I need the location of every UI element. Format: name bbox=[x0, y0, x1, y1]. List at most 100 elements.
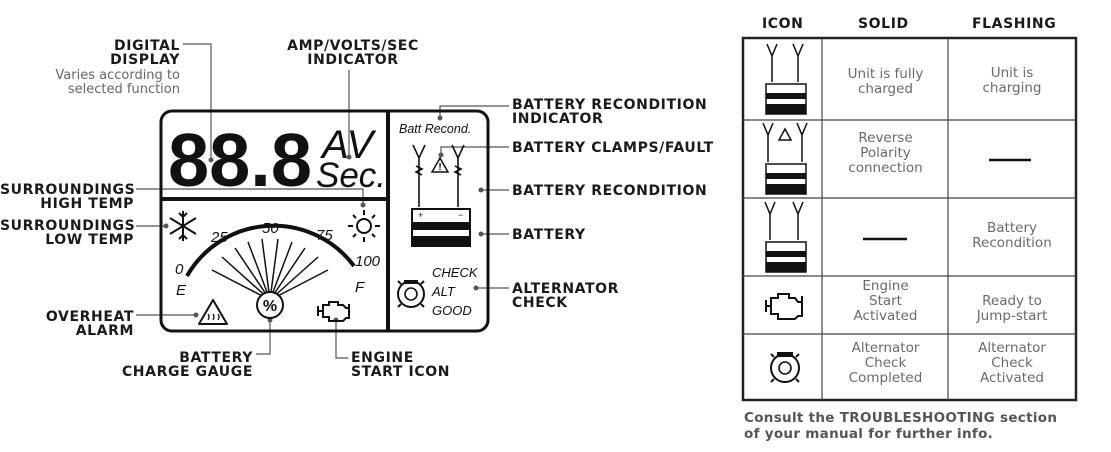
gauge-label-f: F bbox=[355, 279, 365, 296]
row-4-flashing: Ready to Jump-start bbox=[949, 294, 1075, 324]
label-line: ENGINE bbox=[351, 350, 414, 366]
engine-start-icon-label: ENGINE START ICON bbox=[351, 351, 471, 379]
surroundings-low-temp-label: SURROUNDINGS LOW TEMP bbox=[0, 218, 136, 248]
battery-icon: + − bbox=[411, 208, 471, 247]
row-4-solid: Engine Start Activated bbox=[823, 279, 948, 324]
battery-recondition-label: BATTERY RECONDITION bbox=[512, 183, 708, 199]
lcd-panel-diagram: 88.8 AV Sec. % 0 25 50 75 100 E F bbox=[136, 43, 509, 359]
cell-line: charging bbox=[982, 80, 1042, 96]
label-line: INDICATOR bbox=[307, 52, 399, 68]
status-table bbox=[741, 36, 1078, 402]
gauge-rays bbox=[211, 238, 329, 301]
alternator-check-label: ALTERNATOR CHECK bbox=[512, 282, 619, 310]
gauge-tick-50: 50 bbox=[262, 220, 279, 237]
alternator-icon bbox=[397, 280, 425, 308]
label-line: LOW TEMP bbox=[45, 232, 134, 248]
lcd-frame bbox=[159, 109, 490, 333]
svg-text:+: + bbox=[418, 210, 423, 220]
leader-clamps bbox=[440, 146, 509, 155]
row-2-solid: Reverse Polarity connection bbox=[823, 131, 948, 176]
cell-line: Jump-start bbox=[976, 308, 1048, 324]
label-line: INDICATOR bbox=[512, 111, 604, 127]
fault-warning-icon bbox=[430, 156, 450, 173]
label-line: AMP/VOLTS/SEC bbox=[287, 38, 419, 54]
label-line: ALTERNATOR bbox=[512, 281, 620, 297]
alt-alt-text: ALT bbox=[431, 284, 456, 299]
table-row-2-icon bbox=[762, 122, 808, 195]
cell-line: connection bbox=[848, 160, 923, 176]
battery-charge-gauge-label: BATTERY CHARGE GAUGE bbox=[110, 351, 253, 379]
leader-engine-start bbox=[335, 320, 348, 359]
cell-line: Check bbox=[864, 355, 907, 371]
row-5-flashing: Alternator Check Activated bbox=[949, 341, 1075, 386]
cell-line: Reverse bbox=[858, 130, 913, 146]
surroundings-high-temp-label: SURROUNDINGS HIGH TEMP bbox=[0, 182, 136, 212]
label-line: START ICON bbox=[351, 364, 451, 380]
table-row-1-icon bbox=[765, 43, 807, 115]
cell-line: Completed bbox=[848, 370, 923, 386]
digital-display-label: DIGITAL DISPLAY bbox=[60, 39, 180, 67]
label-line: DISPLAY bbox=[110, 52, 180, 68]
fault-exclamation: ! bbox=[438, 162, 441, 173]
gauge-tick-75: 75 bbox=[316, 227, 333, 244]
leader-recond-indicator bbox=[439, 105, 509, 118]
gauge-tick-0: 0 bbox=[175, 261, 184, 278]
sec-indicator: Sec. bbox=[316, 156, 386, 195]
gauge-arc bbox=[185, 223, 356, 277]
row-3-flashing: Battery Recondition bbox=[949, 221, 1075, 251]
table-row-4-icon bbox=[765, 293, 803, 320]
gauge-tick-25: 25 bbox=[210, 229, 228, 246]
gauge-percent-badge bbox=[256, 291, 284, 319]
cell-line: Unit is bbox=[990, 65, 1034, 81]
cell-line: Battery bbox=[987, 220, 1037, 236]
cell-line: Ready to bbox=[982, 293, 1042, 309]
label-line: BATTERY bbox=[179, 350, 253, 366]
label-line: CHECK bbox=[512, 295, 568, 311]
label-line: ALARM bbox=[75, 323, 134, 339]
table-row-5-icon bbox=[770, 352, 800, 383]
label-line: SURROUNDINGS bbox=[0, 182, 136, 198]
snowflake-icon bbox=[169, 211, 197, 241]
cell-line: Alternator bbox=[978, 340, 1046, 356]
cell-line: Unit is fully bbox=[847, 66, 924, 82]
cell-line: Alternator bbox=[851, 340, 920, 356]
note-line: Varies according to bbox=[55, 68, 180, 83]
alt-good-text: GOOD bbox=[432, 303, 472, 318]
cell-line: Activated bbox=[980, 370, 1044, 386]
label-line: OVERHEAT bbox=[45, 309, 134, 325]
cell-line: Polarity bbox=[860, 145, 911, 161]
table-header-flashing: FLASHING bbox=[972, 16, 1057, 32]
row-1-flashing: Unit is charging bbox=[949, 66, 1075, 96]
amp-volts-indicator: AV bbox=[320, 123, 376, 167]
gauge-label-e: E bbox=[176, 282, 187, 299]
row-5-solid: Alternator Check Completed bbox=[823, 341, 948, 386]
cell-line: Activated bbox=[853, 308, 918, 324]
label-line: SURROUNDINGS bbox=[0, 218, 136, 234]
cell-line: Engine bbox=[862, 278, 909, 294]
table-header-icon: ICON bbox=[762, 16, 804, 32]
troubleshooting-note: Consult the TROUBLESHOOTING section of y… bbox=[744, 410, 1057, 442]
digital-display-digits: 88.8 bbox=[168, 118, 312, 202]
cell-line: charged bbox=[857, 81, 913, 97]
leader-digital-display bbox=[183, 43, 212, 160]
battery-recondition-indicator-label: BATTERY RECONDITION INDICATOR bbox=[512, 98, 707, 126]
label-line: DIGITAL bbox=[114, 38, 180, 54]
cell-line: Start bbox=[869, 293, 902, 309]
table-row-3-icon bbox=[764, 201, 807, 273]
amp-volts-sec-label: AMP/VOLTS/SEC INDICATOR bbox=[283, 39, 423, 67]
cell-line: Check bbox=[991, 355, 1033, 371]
battery-label: BATTERY bbox=[512, 227, 586, 243]
leader-charge-gauge bbox=[256, 320, 271, 355]
table-grid bbox=[743, 38, 1076, 400]
gauge-percent-symbol: % bbox=[263, 298, 277, 315]
gauge-tick-100: 100 bbox=[355, 253, 381, 270]
label-line: BATTERY RECONDITION bbox=[512, 97, 708, 113]
note-line: of your manual for further info. bbox=[744, 426, 994, 442]
battery-clamps-icon bbox=[412, 144, 465, 207]
label-line: HIGH TEMP bbox=[40, 196, 134, 212]
table-header-solid: SOLID bbox=[858, 16, 909, 32]
overheat-icon bbox=[198, 299, 228, 325]
label-line: CHARGE GAUGE bbox=[121, 364, 253, 380]
batt-recond-label: Batt Recond. bbox=[399, 122, 471, 136]
alt-check-text: CHECK bbox=[432, 265, 479, 280]
